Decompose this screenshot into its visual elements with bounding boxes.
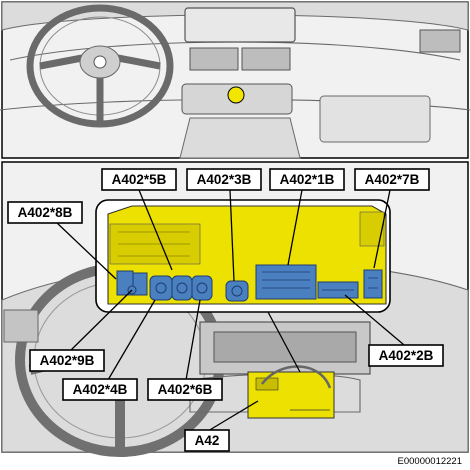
detail-view-panel: A402*5B A402*3B A402*1B A402*7B A402*8B … xyxy=(2,162,468,452)
callout-a402-3b: A402*3B xyxy=(187,169,261,190)
left-vent-detail xyxy=(4,310,38,342)
glovebox xyxy=(320,96,430,142)
callout-a42: A42 xyxy=(185,430,229,451)
dashboard-overview-panel xyxy=(0,2,470,158)
callout-a402-7b: A402*7B xyxy=(355,169,429,190)
center-vent-right xyxy=(242,48,290,70)
callout-a402-5b: A402*5B xyxy=(102,169,176,190)
callout-a402-8b: A402*8B xyxy=(8,202,82,223)
callout-a402-9b: A402*9B xyxy=(30,350,104,371)
callout-a402-5b-text: A402*5B xyxy=(112,172,167,187)
callout-a402-1b-text: A402*1B xyxy=(280,172,335,187)
callout-a42-text: A42 xyxy=(195,433,220,448)
callout-a402-1b: A402*1B xyxy=(270,169,344,190)
callout-a402-4b-text: A402*4B xyxy=(73,382,128,397)
right-side-vent xyxy=(420,30,460,52)
connector-a402-2b xyxy=(318,282,358,298)
module-location-marker xyxy=(228,87,244,103)
dash-opening-inner xyxy=(214,332,356,362)
central-display xyxy=(185,8,295,42)
callout-a402-6b: A402*6B xyxy=(148,379,222,400)
connector-a402-6b xyxy=(192,276,212,300)
callout-a402-6b-text: A402*6B xyxy=(158,382,213,397)
callout-a402-8b-text: A402*8B xyxy=(18,205,73,220)
connector-a402-1b xyxy=(256,265,316,299)
callout-a402-7b-text: A402*7B xyxy=(365,172,420,187)
callout-a402-3b-text: A402*3B xyxy=(197,172,252,187)
reference-code: E00000012221 xyxy=(398,456,462,467)
callout-a402-2b: A402*2B xyxy=(369,345,443,366)
center-vent-left xyxy=(190,48,238,70)
connector-a402-3b xyxy=(226,281,248,301)
connector-a402-7b xyxy=(364,270,382,298)
connector-a402-5b xyxy=(150,276,192,300)
center-console xyxy=(180,118,300,158)
a42-module-installed xyxy=(248,366,334,418)
callout-a402-4b: A402*4B xyxy=(63,379,137,400)
callout-a402-2b-text: A402*2B xyxy=(379,348,434,363)
callout-a402-9b-text: A402*9B xyxy=(40,353,95,368)
